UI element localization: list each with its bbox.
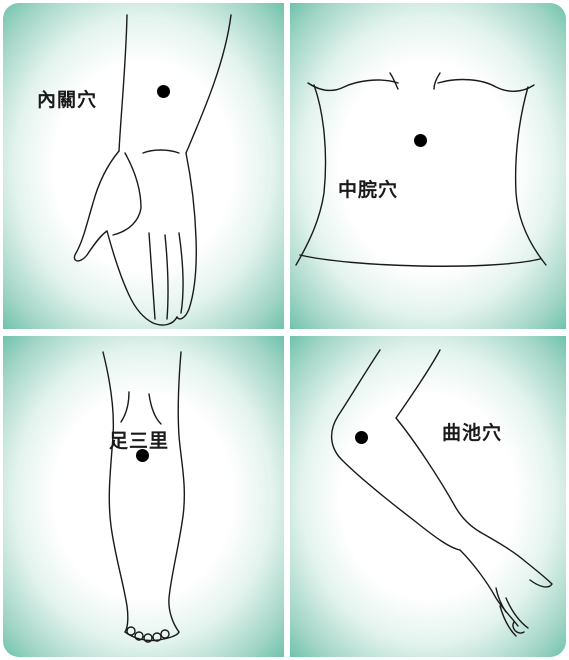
panel-zhongwan: 中脘穴 xyxy=(290,3,566,329)
panel-quchi: 曲池穴 xyxy=(290,336,566,657)
hand-illustration xyxy=(3,3,284,329)
label-neiguan: 內關穴 xyxy=(37,85,97,112)
leg-illustration xyxy=(3,336,284,657)
arm-illustration xyxy=(290,336,566,657)
label-quchi: 曲池穴 xyxy=(442,418,502,445)
abdomen-illustration xyxy=(290,3,566,329)
acupoint-dot-neiguan xyxy=(157,85,170,98)
acupoint-dot-zhongwan xyxy=(414,134,427,147)
panel-zusanli: 足三里 xyxy=(3,336,284,657)
panel-neiguan: 內關穴 xyxy=(3,3,284,329)
label-zhongwan: 中脘穴 xyxy=(338,175,398,202)
acupoint-dot-quchi xyxy=(355,431,368,444)
acupoint-dot-zusanli xyxy=(136,449,149,462)
